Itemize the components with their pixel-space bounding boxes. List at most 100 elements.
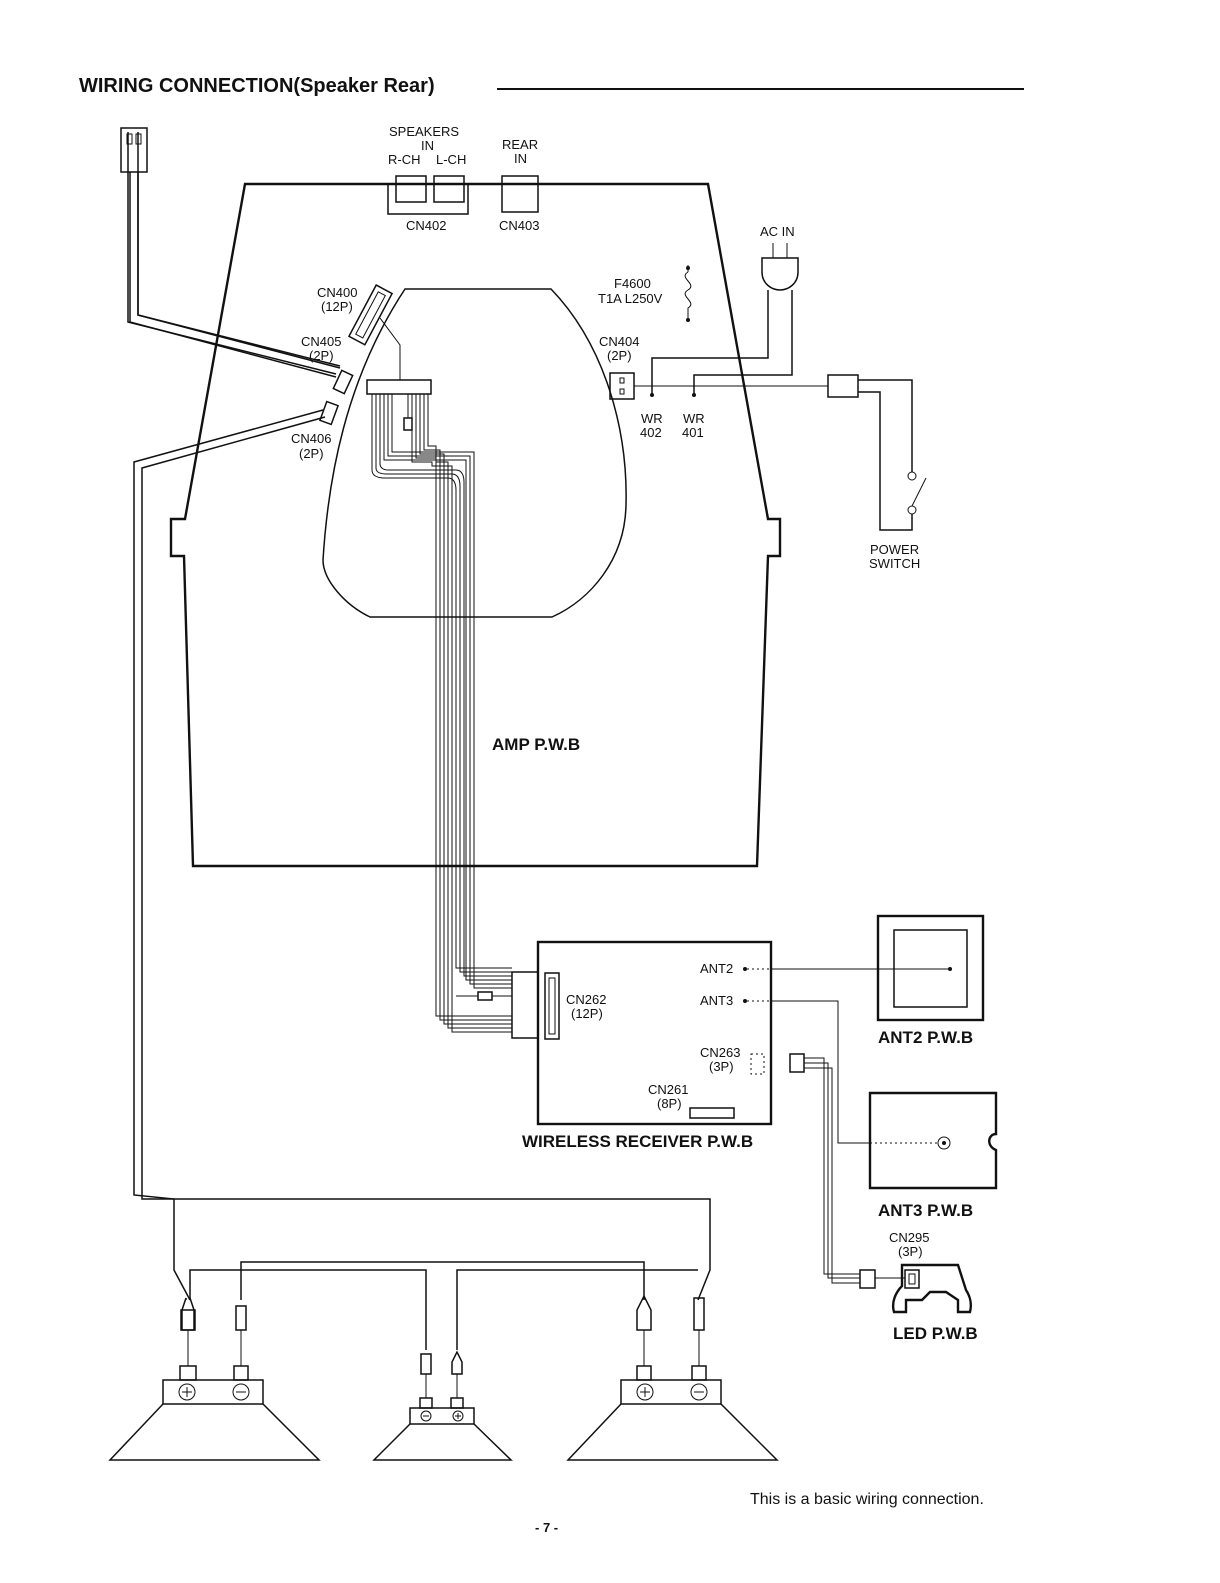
cn261-connector <box>689 1107 735 1119</box>
cn263-pins-label: (3P) <box>709 1059 734 1074</box>
wr402-label-2: 402 <box>640 425 662 440</box>
cn402-rch-socket <box>395 175 427 203</box>
amp-inner-area <box>322 288 627 618</box>
cn405-wire-a <box>127 132 337 375</box>
left-speaker <box>108 1297 321 1461</box>
page-title: WIRING CONNECTION(Speaker Rear) <box>79 75 435 97</box>
cn404-pin-1 <box>619 377 625 384</box>
cn402-lch-socket <box>433 175 465 203</box>
cn262-plug <box>511 971 539 1039</box>
cn400-pins-label: (12P) <box>321 299 353 314</box>
ant3-feed-ring <box>937 1136 951 1150</box>
cn406-label: CN406 <box>291 431 331 446</box>
top-plug-pin-2 <box>135 133 142 145</box>
wr401-label: WR <box>683 411 705 426</box>
top-plug-wire-1 <box>129 172 337 378</box>
top-plug <box>120 127 148 173</box>
rear-in-label: REAR <box>502 137 538 152</box>
ant3-label: ANT3 <box>700 993 733 1008</box>
harness-wire-11 <box>427 394 512 1017</box>
rear-in-label-2: IN <box>514 151 527 166</box>
cn402-connector <box>387 183 469 215</box>
cn405-wire-b <box>137 132 341 367</box>
led-pwb <box>891 1263 972 1314</box>
harness-wire-6 <box>391 394 512 989</box>
cn400-connector <box>347 284 394 346</box>
fuse-symbol <box>684 271 692 320</box>
cn404-connector <box>609 372 635 400</box>
ant3-feed-point <box>942 1141 946 1145</box>
lch-label: L-CH <box>436 152 466 167</box>
right-speaker-plus-icon <box>636 1383 654 1401</box>
led-wire-2 <box>804 1062 860 1279</box>
harness-ferrite <box>403 417 413 431</box>
cn404-label: CN404 <box>599 334 639 349</box>
led-wire-3 <box>804 1067 860 1284</box>
cn261-pins-label: (8P) <box>657 1096 682 1111</box>
ac-in-label: AC IN <box>760 224 795 239</box>
fuse-rating-label: T1A L250V <box>598 291 663 306</box>
rch-label: R-CH <box>388 152 421 167</box>
cn262-slot <box>548 977 556 1035</box>
power-switch-connector <box>827 374 859 398</box>
ant2-pwb <box>876 914 985 1022</box>
harness-wire-5 <box>387 394 512 985</box>
switch-lever <box>911 477 927 507</box>
left-speaker-minus-icon <box>232 1383 250 1401</box>
top-plug-wire-2 <box>137 172 341 369</box>
harness-ferrite-2 <box>477 991 493 1001</box>
ant2-pwb-label: ANT2 P.W.B <box>878 1028 973 1047</box>
cn295-connector <box>904 1269 920 1289</box>
ant2-label: ANT2 <box>700 961 733 976</box>
speaker-wire-c <box>456 1269 698 1350</box>
cn263-plug <box>789 1053 805 1073</box>
cn405-connector <box>332 369 354 395</box>
ac-plug <box>761 257 799 291</box>
ac-wire-2 <box>693 290 793 395</box>
cn402-label: CN402 <box>406 218 446 233</box>
cn400-lead <box>379 317 401 380</box>
cn262-connector <box>544 972 560 1040</box>
footnote: This is a basic wiring connection. <box>750 1491 984 1508</box>
amp-pwb-outline <box>169 182 782 868</box>
harness-wire-10 <box>423 394 512 1021</box>
harness-wire-1 <box>371 394 512 969</box>
cn262-pins-label: (12P) <box>571 1006 603 1021</box>
wireless-receiver-label: WIRELESS RECEIVER P.W.B <box>522 1132 753 1151</box>
speakers-in-label: SPEAKERS <box>389 124 459 139</box>
power-switch-label-2: SWITCH <box>869 556 920 571</box>
cn406-wire-1 <box>133 409 324 1301</box>
ant3-node <box>743 999 747 1003</box>
top-plug-pin-1 <box>126 133 133 145</box>
right-speaker-minus-icon <box>690 1383 708 1401</box>
cn404-pins-label: (2P) <box>607 348 632 363</box>
left-speaker-plus-icon <box>178 1383 196 1401</box>
led-wire-1 <box>804 1057 860 1275</box>
cn263-connector <box>750 1053 765 1075</box>
harness-wire-9 <box>419 394 512 1025</box>
cn403-label: CN403 <box>499 218 539 233</box>
center-speaker <box>372 1350 513 1461</box>
amp-pwb-label: AMP P.W.B <box>492 735 580 754</box>
cn263-label: CN263 <box>700 1045 740 1060</box>
wr401-label-2: 401 <box>682 425 704 440</box>
power-switch-wire-2 <box>858 391 913 531</box>
cn406-wire-2 <box>141 416 711 1301</box>
wr401-node <box>692 393 696 397</box>
cn295-label: CN295 <box>889 1230 929 1245</box>
ant2-feed-point <box>948 967 952 971</box>
right-speaker <box>566 1294 779 1461</box>
cn261-label: CN261 <box>648 1082 688 1097</box>
ac-wire-1 <box>651 290 769 395</box>
wr402-label: WR <box>641 411 663 426</box>
cn262-label: CN262 <box>566 992 606 1007</box>
switch-contact-top <box>907 471 917 481</box>
speakers-in-label-2: IN <box>421 138 434 153</box>
ant3-pwb-label: ANT3 P.W.B <box>878 1201 973 1220</box>
power-switch-wire-1 <box>858 379 913 472</box>
harness-wire-4 <box>383 394 512 981</box>
cn404-pin-2 <box>619 388 625 395</box>
fuse-node-top <box>686 266 690 270</box>
ant3-wire <box>771 1000 870 1144</box>
cn406-connector <box>318 400 340 426</box>
